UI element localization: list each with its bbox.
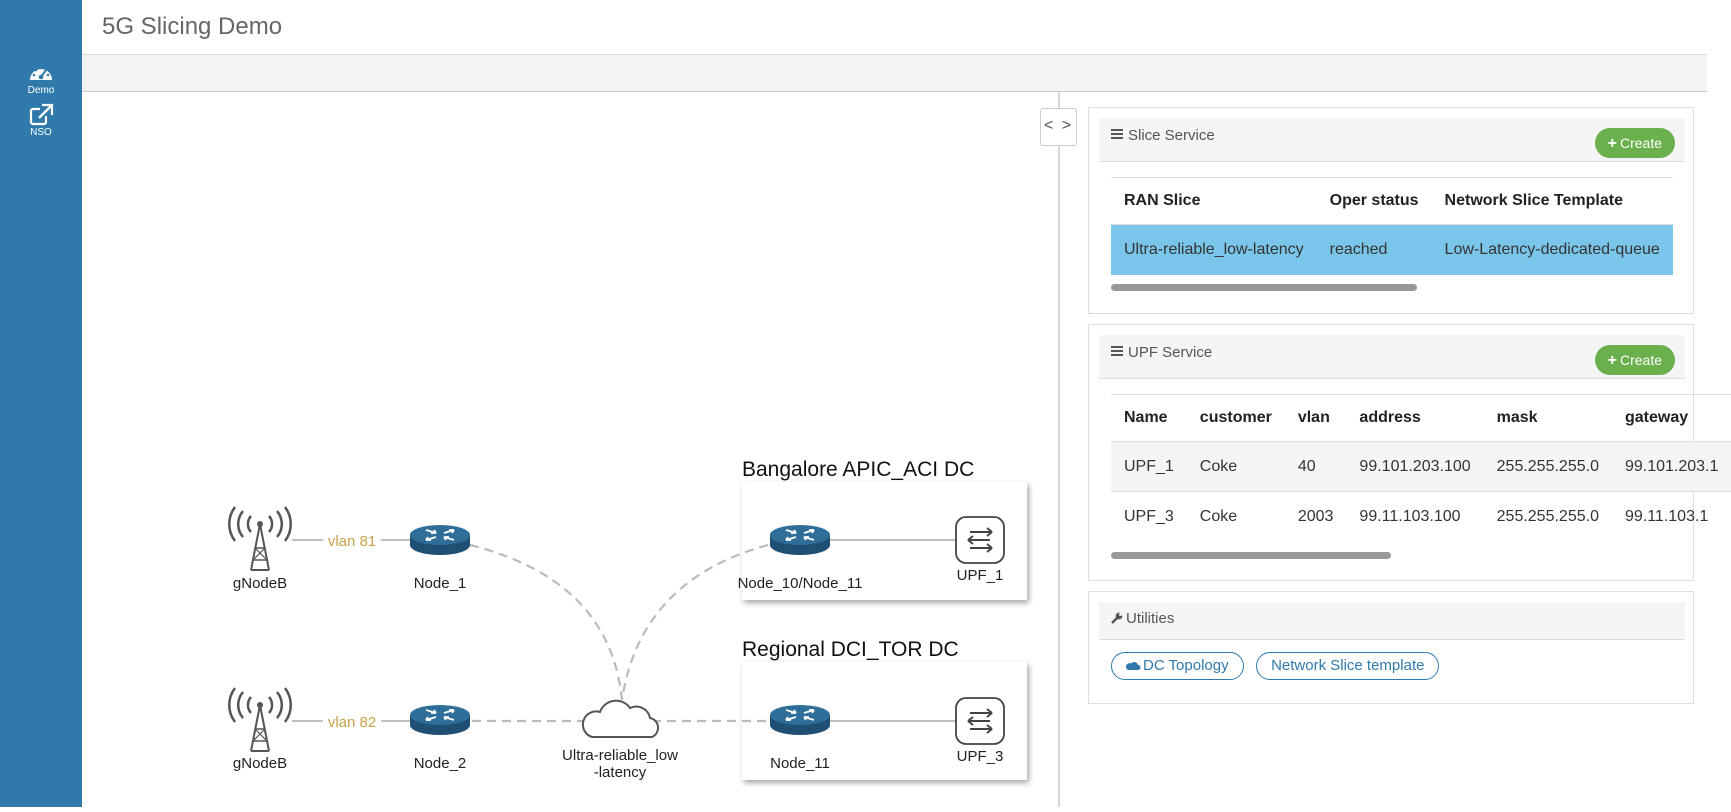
node-label-upf3: UPF_3 — [957, 748, 1004, 765]
sidebar-item-demo[interactable]: Demo — [0, 62, 82, 96]
external-link-icon — [29, 103, 54, 126]
app-header: 5G Slicing Demo — [82, 0, 1707, 55]
plus-icon: + — [1607, 352, 1617, 369]
upf-service-header: UPF Service +Create — [1099, 335, 1685, 379]
router-node11-icon[interactable] — [769, 704, 831, 736]
router-node10-icon[interactable] — [769, 524, 831, 556]
column-header[interactable]: vlan — [1284, 394, 1347, 442]
dashboard-icon — [30, 66, 52, 80]
table-row[interactable]: UPF_1 Coke 40 99.101.203.100 255.255.255… — [1111, 441, 1731, 492]
sidebar-item-nso[interactable]: NSO — [0, 103, 82, 138]
panel-divider — [1058, 92, 1060, 807]
page-title: 5G Slicing Demo — [102, 13, 283, 40]
network-slice-template-button[interactable]: Network Slice template — [1256, 652, 1440, 680]
table-row[interactable]: UPF_3 Coke 2003 99.11.103.100 255.255.25… — [1111, 491, 1731, 542]
column-header[interactable]: Name — [1111, 394, 1187, 442]
link-label-vlan82: vlan 82 — [328, 714, 376, 731]
toolbar — [82, 55, 1707, 92]
column-header[interactable]: address — [1346, 394, 1484, 442]
slice-create-button[interactable]: +Create — [1594, 128, 1675, 158]
column-header[interactable]: Network Slice Template — [1431, 177, 1673, 225]
slice-service-panel: Slice Service +Create RAN Slice Oper sta… — [1088, 107, 1694, 314]
utilities-title: Utilities — [1126, 610, 1175, 627]
upf3-switch-icon[interactable] — [955, 697, 1005, 745]
horizontal-scrollbar[interactable] — [1111, 552, 1391, 559]
slice-service-header: Slice Service +Create — [1099, 118, 1685, 162]
column-header[interactable]: RAN Slice — [1111, 177, 1317, 225]
dc-topology-button[interactable]: DC Topology — [1111, 652, 1244, 680]
upf-service-table: Name customer vlan address mask gateway … — [1111, 394, 1731, 542]
slice-service-title: Slice Service — [1128, 127, 1215, 144]
column-header[interactable]: customer — [1186, 394, 1285, 442]
upf-service-panel: UPF Service +Create Name customer vlan a… — [1088, 324, 1731, 581]
horizontal-scrollbar[interactable] — [1111, 284, 1417, 291]
node-label-node10: Node_10/Node_11 — [738, 575, 863, 592]
router-node2-icon[interactable] — [409, 704, 471, 736]
node-label-cloud-line2: -latency — [594, 764, 647, 781]
link-node10-cloud — [620, 543, 769, 701]
sidebar-item-nso-label: NSO — [30, 127, 52, 138]
node-label-node1: Node_1 — [414, 575, 467, 592]
gnodeb-tower-icon[interactable] — [227, 686, 293, 753]
cloud-icon[interactable] — [581, 699, 660, 738]
topology-canvas: Bangalore APIC_ACI DC Regional DCI_TOR D… — [82, 92, 1059, 807]
node-label-upf1: UPF_1 — [957, 567, 1004, 584]
router-node1-icon[interactable] — [409, 524, 471, 556]
table-row[interactable]: Ultra-reliable_low-latency reached Low-L… — [1111, 224, 1673, 275]
list-icon — [1111, 129, 1123, 139]
node-label-gnodeb-2: gNodeB — [233, 755, 287, 772]
link-label-vlan81: vlan 81 — [328, 533, 376, 550]
plus-icon: + — [1607, 135, 1617, 152]
column-header[interactable]: gateway — [1611, 394, 1731, 442]
node-label-node11: Node_11 — [770, 755, 830, 772]
upf-service-title: UPF Service — [1128, 344, 1213, 361]
upf1-switch-icon[interactable] — [955, 516, 1005, 564]
panel-toggle-button[interactable]: < > — [1040, 108, 1077, 146]
link-node1-cloud — [469, 543, 624, 701]
cloud-icon — [1125, 661, 1141, 670]
node-label-gnodeb-1: gNodeB — [233, 575, 287, 592]
slice-service-table: RAN Slice Oper status Network Slice Temp… — [1111, 177, 1675, 275]
utilities-panel: Utilities DC Topology Network Slice temp… — [1088, 591, 1694, 704]
dc-group-bangalore-label: Bangalore APIC_ACI DC — [742, 458, 974, 481]
node-label-cloud-line1: Ultra-reliable_low — [562, 747, 678, 764]
gnodeb-tower-icon[interactable] — [227, 505, 293, 572]
wrench-icon — [1111, 612, 1123, 624]
utilities-header: Utilities — [1099, 602, 1685, 640]
upf-create-button[interactable]: +Create — [1594, 345, 1675, 375]
sidebar-item-demo-label: Demo — [27, 85, 55, 96]
column-header[interactable]: mask — [1483, 394, 1612, 442]
dc-group-regional-label: Regional DCI_TOR DC — [742, 638, 959, 661]
utilities-links: DC Topology Network Slice template — [1111, 652, 1447, 680]
list-icon — [1111, 346, 1123, 356]
sidebar: Demo NSO — [0, 0, 82, 807]
column-header[interactable]: Oper status — [1316, 177, 1432, 225]
node-label-node2: Node_2 — [414, 755, 467, 772]
